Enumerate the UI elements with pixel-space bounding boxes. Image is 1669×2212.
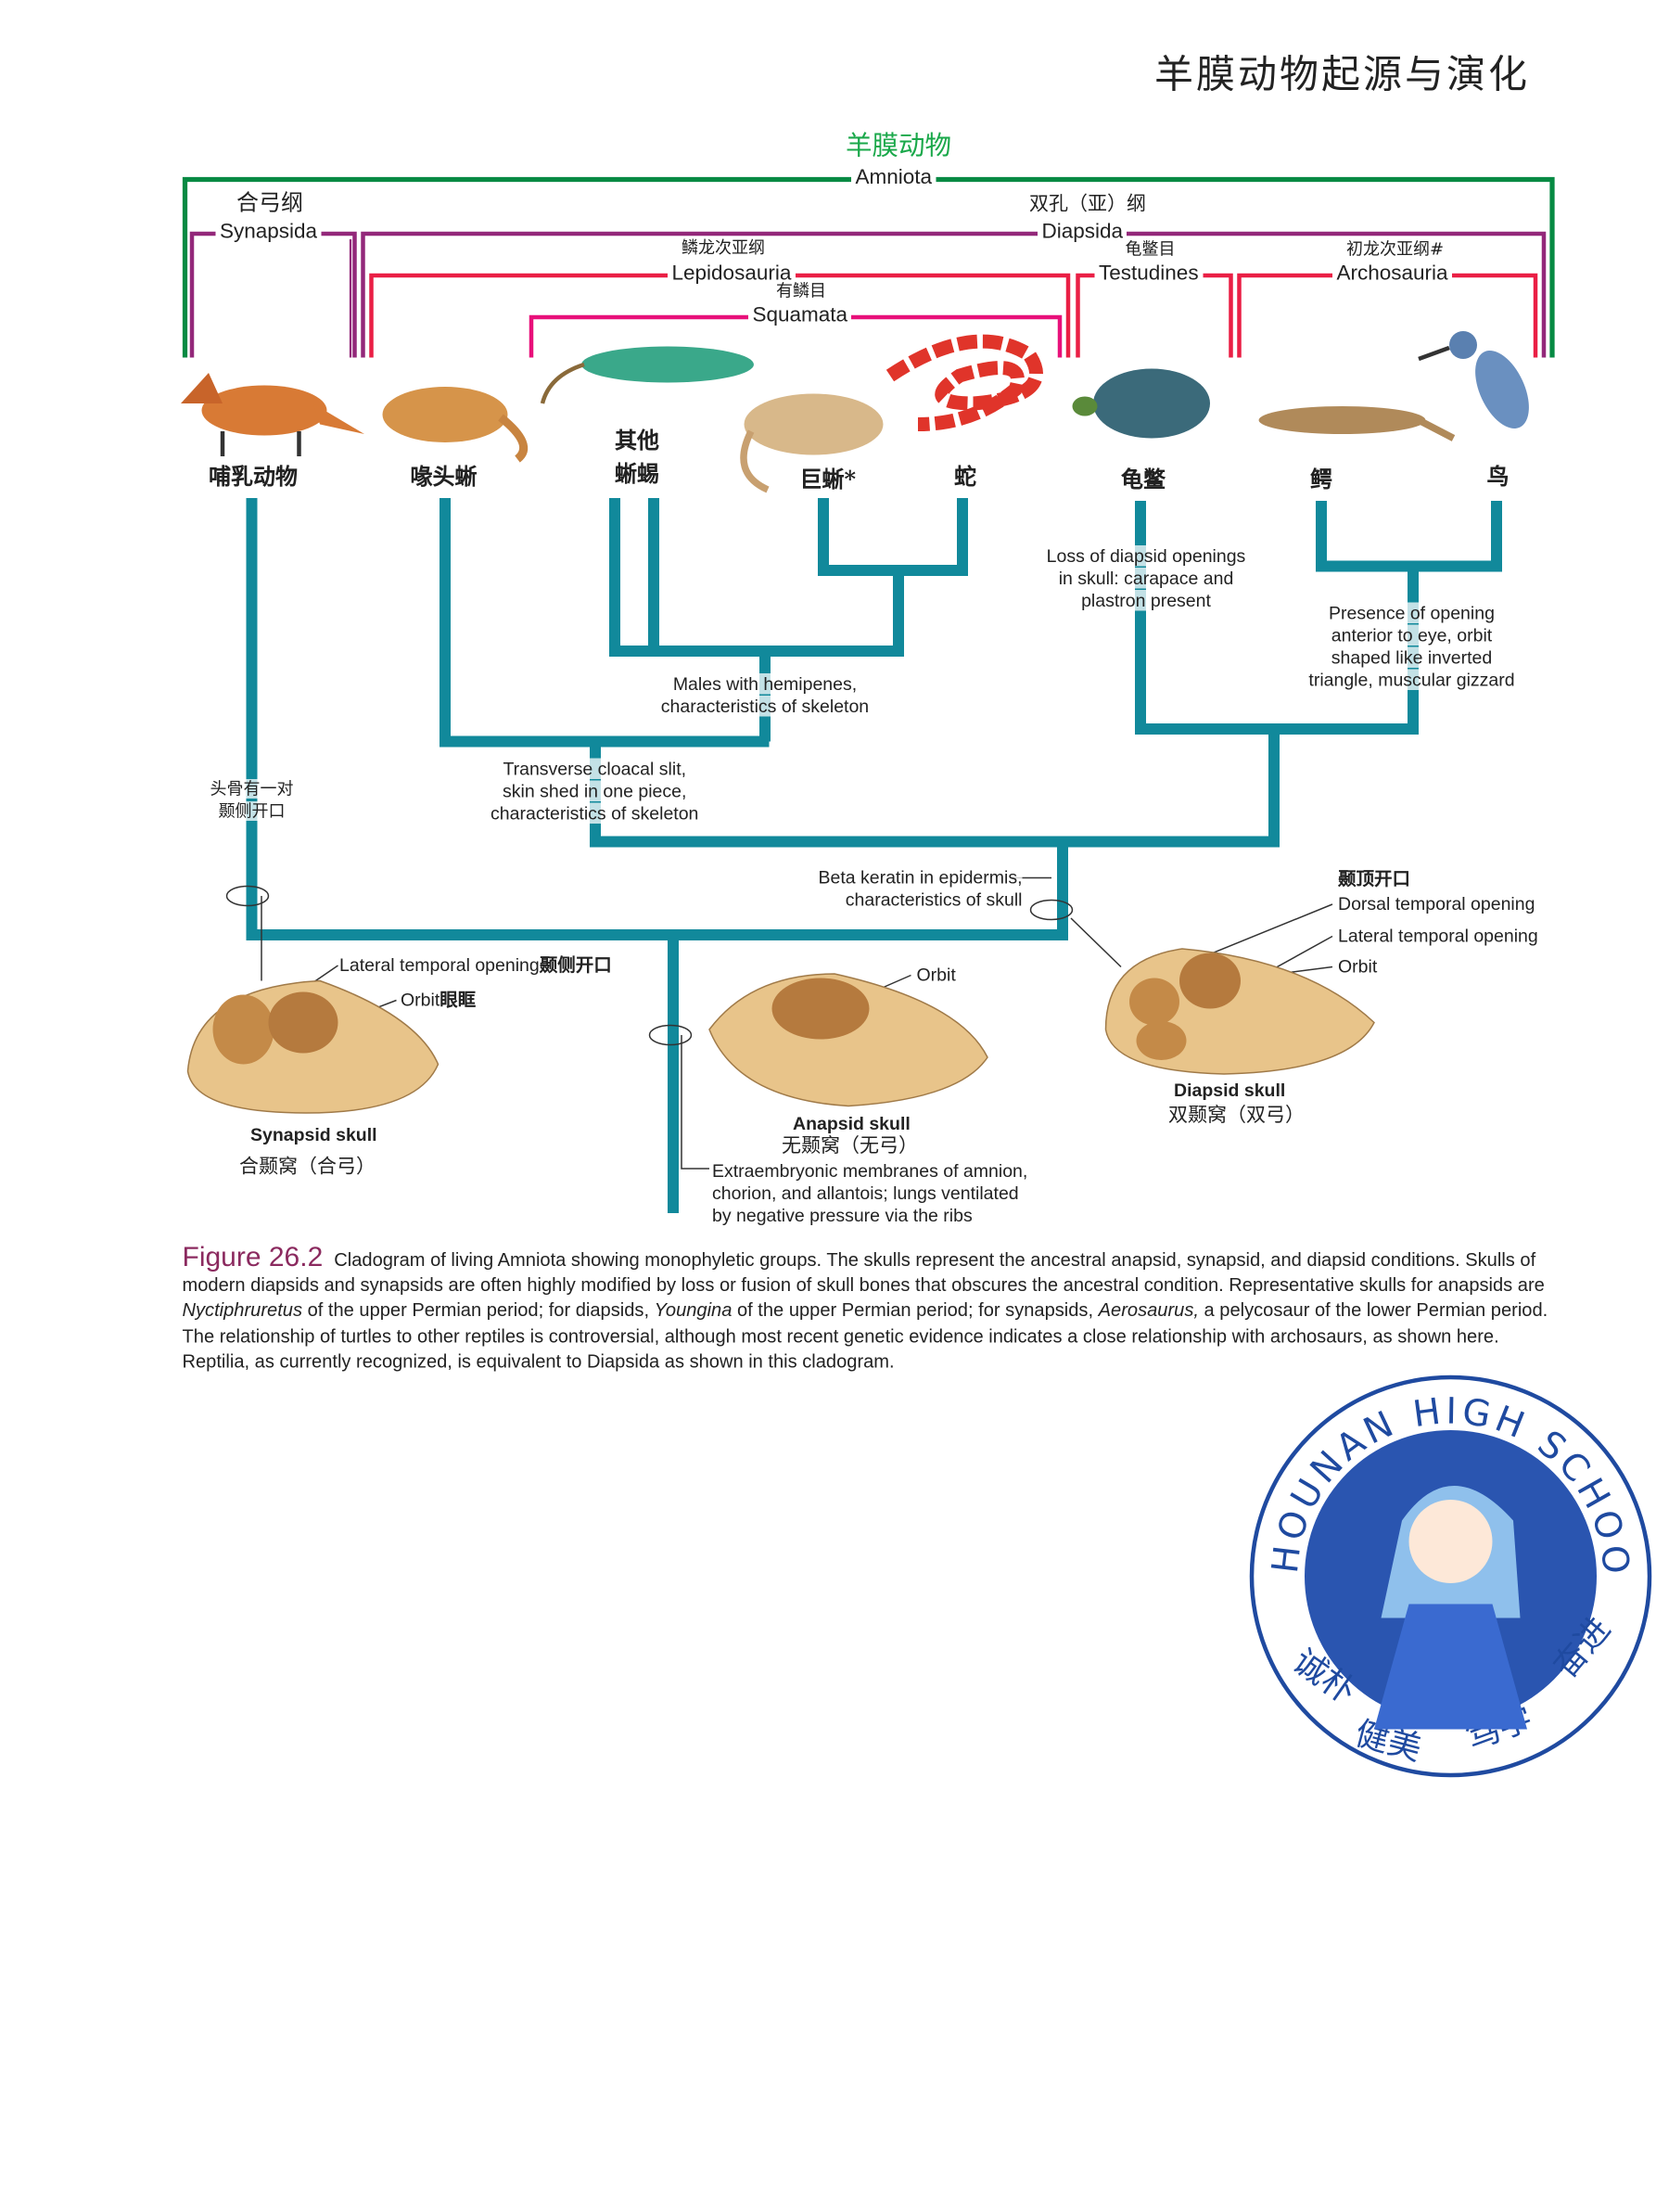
- note-squamata: Males with hemipenes,characteristics of …: [660, 673, 870, 717]
- lepidosauria-label: Lepidosauria: [668, 262, 796, 286]
- figure-number: Figure 26.2: [182, 1242, 324, 1273]
- diapsid-lateral-label: Lateral temporal opening: [1338, 925, 1538, 947]
- amniota-cn-label: 羊膜动物: [846, 131, 952, 161]
- lizard-illustration: [540, 346, 754, 404]
- diapsid-orbit-label: Orbit: [1338, 955, 1378, 978]
- school-logo: ZHOUNAN HIGH SCHOOL 诚朴 健美 笃学 奋进: [1242, 1368, 1652, 1778]
- taxon-tuatara: 喙头蜥: [410, 463, 478, 491]
- diapsida-label: Diapsida: [1038, 221, 1128, 244]
- note-amniota: Extraembryonic membranes of amnion,chori…: [712, 1160, 1028, 1226]
- fox-illustration: [181, 373, 364, 456]
- kingfisher-illustration: [1418, 331, 1529, 429]
- archosauria-label: Archosauria: [1332, 262, 1453, 286]
- cladogram-lines: [181, 176, 1555, 1213]
- tuatara-illustration: [382, 387, 529, 463]
- gila-illustration: [740, 393, 884, 493]
- turtle-illustration: [1072, 368, 1210, 439]
- amniota-label: Amniota: [851, 166, 936, 189]
- taxon-birds: 鸟: [1486, 463, 1510, 491]
- diapsida-cn-label: 双孔（亚）纲: [1029, 193, 1146, 216]
- testudines-label: Testudines: [1094, 262, 1204, 286]
- diapsid-dorsal-label: Dorsal temporal opening: [1338, 893, 1535, 914]
- synapsida-label: Synapsida: [215, 221, 322, 244]
- snake-illustration: [885, 334, 1043, 431]
- lepidosauria-cn-label: 鳞龙次亚纲: [682, 237, 766, 258]
- anapsid-skull-illustration: [708, 973, 988, 1107]
- testudines-cn-label: 龟鳖目: [1125, 239, 1176, 259]
- taxon-other-lizards-2: 蜥蜴: [615, 460, 660, 488]
- anapsid-orbit-label: Orbit: [916, 964, 956, 986]
- taxon-other-lizards-1: 其他: [615, 427, 660, 454]
- taxon-mammals: 哺乳动物: [209, 463, 299, 491]
- squamata-label: Squamata: [748, 304, 852, 327]
- note-lepidosauria: Transverse cloacal slit,skin shed in one…: [491, 758, 699, 824]
- page-title: 羊膜动物起源与演化: [1154, 51, 1531, 98]
- note-diapsida: Beta keratin in epidermis,characteristic…: [818, 866, 1023, 910]
- synapsid-lateral-label: Lateral temporal opening颞侧开口: [339, 954, 612, 977]
- synapsid-skull-illustration: [186, 979, 440, 1114]
- synapsid-skull-cn: 合颞窝（合弓）: [239, 1156, 376, 1179]
- archosauria-bracket: [1237, 273, 1538, 358]
- taxon-crocodiles: 鳄: [1310, 466, 1333, 493]
- crocodile-illustration: [1258, 406, 1456, 441]
- note-synapsida: 头骨有一对颞侧开口: [210, 779, 294, 821]
- diapsid-skull-illustration: [1104, 948, 1375, 1075]
- diapsid-dorsal-cn-label: 颞顶开口: [1338, 869, 1411, 891]
- synapsid-skull-title: Synapsid skull: [250, 1124, 377, 1145]
- diapsid-skull-title: Diapsid skull: [1174, 1080, 1286, 1101]
- synapsida-bracket: [189, 231, 357, 358]
- taxon-snakes: 蛇: [954, 463, 977, 491]
- taxon-gila: 巨蜥*: [799, 466, 857, 493]
- animal-illustrations: [181, 331, 1529, 493]
- mascot-illustration: [1374, 1486, 1527, 1730]
- archosauria-cn-label: 初龙次亚纲#: [1346, 239, 1445, 259]
- diapsida-bracket: [361, 231, 1547, 358]
- anapsid-skull-title: Anapsid skull: [793, 1113, 911, 1134]
- anapsid-skull-cn: 无颞窝（无弓）: [782, 1135, 918, 1157]
- testudines-bracket: [1076, 273, 1233, 358]
- synapsida-cn-label: 合弓纲: [236, 189, 304, 216]
- taxon-turtles: 龟鳖: [1121, 466, 1166, 493]
- synapsid-orbit-label: Orbit眼眶: [401, 989, 477, 1012]
- phylogeny-tree: [246, 498, 1502, 1213]
- diapsid-skull-cn: 双颞窝（双弓）: [1168, 1105, 1305, 1127]
- squamata-cn-label: 有鳞目: [776, 281, 827, 300]
